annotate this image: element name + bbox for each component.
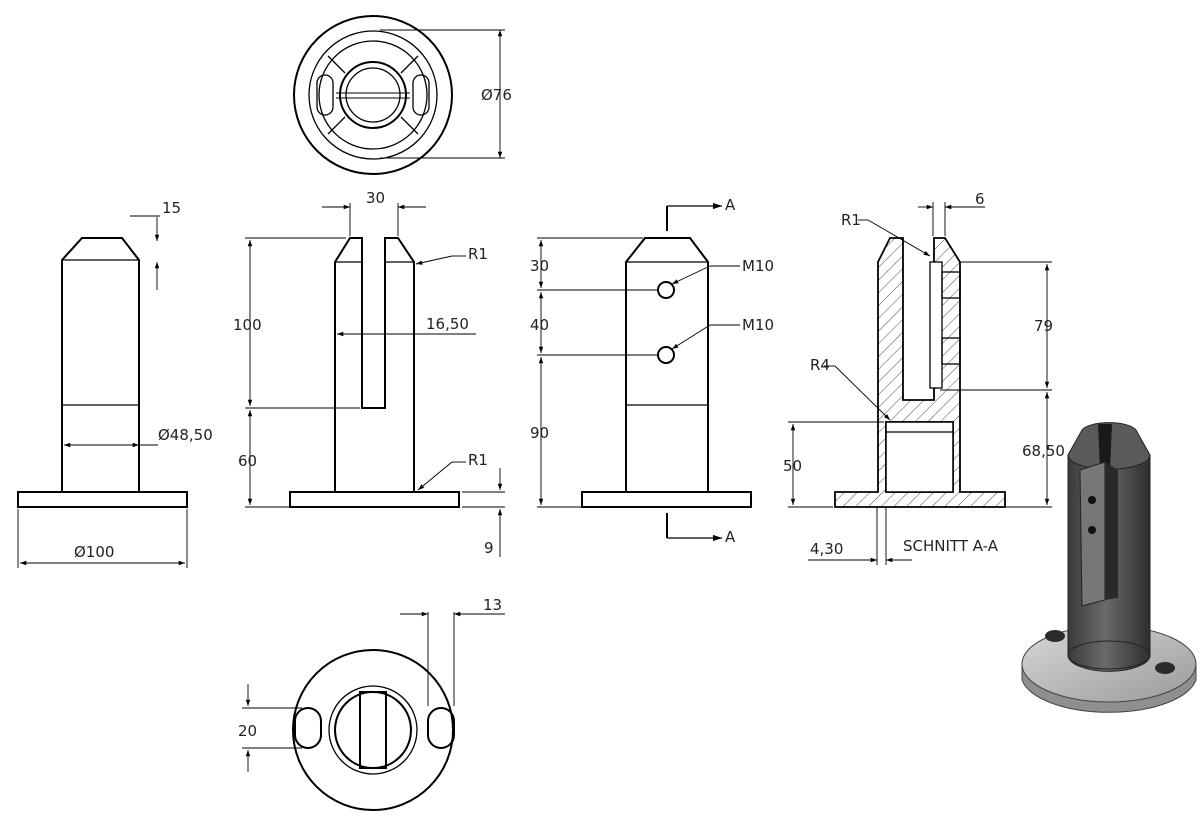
label-tip-chamfer: 15 bbox=[162, 199, 181, 217]
thread-hole-lower bbox=[657, 346, 675, 364]
part-render-3d bbox=[1021, 422, 1197, 713]
label-wall-thickness: 6 bbox=[975, 190, 985, 208]
label-section-height-upper: 79 bbox=[1034, 317, 1053, 335]
thread-hole-render-upper bbox=[1088, 496, 1096, 504]
label-section-height-lower: 68,50 bbox=[1022, 442, 1065, 460]
label-hole-offset-1: 30 bbox=[530, 257, 549, 275]
top-view: Ø76 bbox=[293, 15, 512, 175]
label-thread-1: M10 bbox=[742, 257, 774, 275]
label-radius-base: R1 bbox=[468, 451, 488, 469]
side-view-holes: 30 40 90 M10 M10 A A bbox=[530, 196, 774, 546]
label-slot-hole-width: 13 bbox=[483, 596, 502, 614]
section-view: 6 R1 79 68,50 R4 50 4,30 SCHNITT A-A bbox=[783, 190, 1065, 565]
label-slot-width: 30 bbox=[366, 189, 385, 207]
label-slot-hole-length: 20 bbox=[238, 722, 257, 740]
label-hole-offset-3: 90 bbox=[530, 424, 549, 442]
label-slot-depth: 100 bbox=[233, 316, 262, 334]
label-slot-offset: 16,50 bbox=[426, 315, 469, 333]
label-radius-section: R1 bbox=[841, 211, 861, 229]
label-hole-offset-2: 40 bbox=[530, 316, 549, 334]
label-bore-depth: 50 bbox=[783, 457, 802, 475]
section-marker-bottom: A bbox=[725, 528, 736, 546]
side-view-left: 15 Ø48,50 Ø100 bbox=[17, 199, 213, 568]
front-view-slot: 30 100 60 16,50 R1 R1 9 bbox=[233, 189, 505, 557]
thread-hole-upper bbox=[657, 281, 675, 299]
label-shaft-diameter: Ø48,50 bbox=[158, 426, 213, 444]
label-base-thickness: 9 bbox=[484, 539, 494, 557]
base-hole-left-render bbox=[1045, 630, 1065, 642]
label-top-diameter: Ø76 bbox=[481, 86, 512, 104]
label-radius-top: R1 bbox=[468, 245, 488, 263]
label-bore-offset: 4,30 bbox=[810, 540, 843, 558]
label-thread-2: M10 bbox=[742, 316, 774, 334]
bottom-view: 13 20 bbox=[238, 596, 505, 811]
label-lower-height: 60 bbox=[238, 452, 257, 470]
label-base-diameter: Ø100 bbox=[74, 543, 114, 561]
section-marker-top: A bbox=[725, 196, 736, 214]
thread-hole-render-lower bbox=[1088, 526, 1096, 534]
label-radius-fillet: R4 bbox=[810, 356, 830, 374]
base-hole-right-render bbox=[1155, 662, 1175, 674]
section-title: SCHNITT A-A bbox=[903, 537, 999, 555]
